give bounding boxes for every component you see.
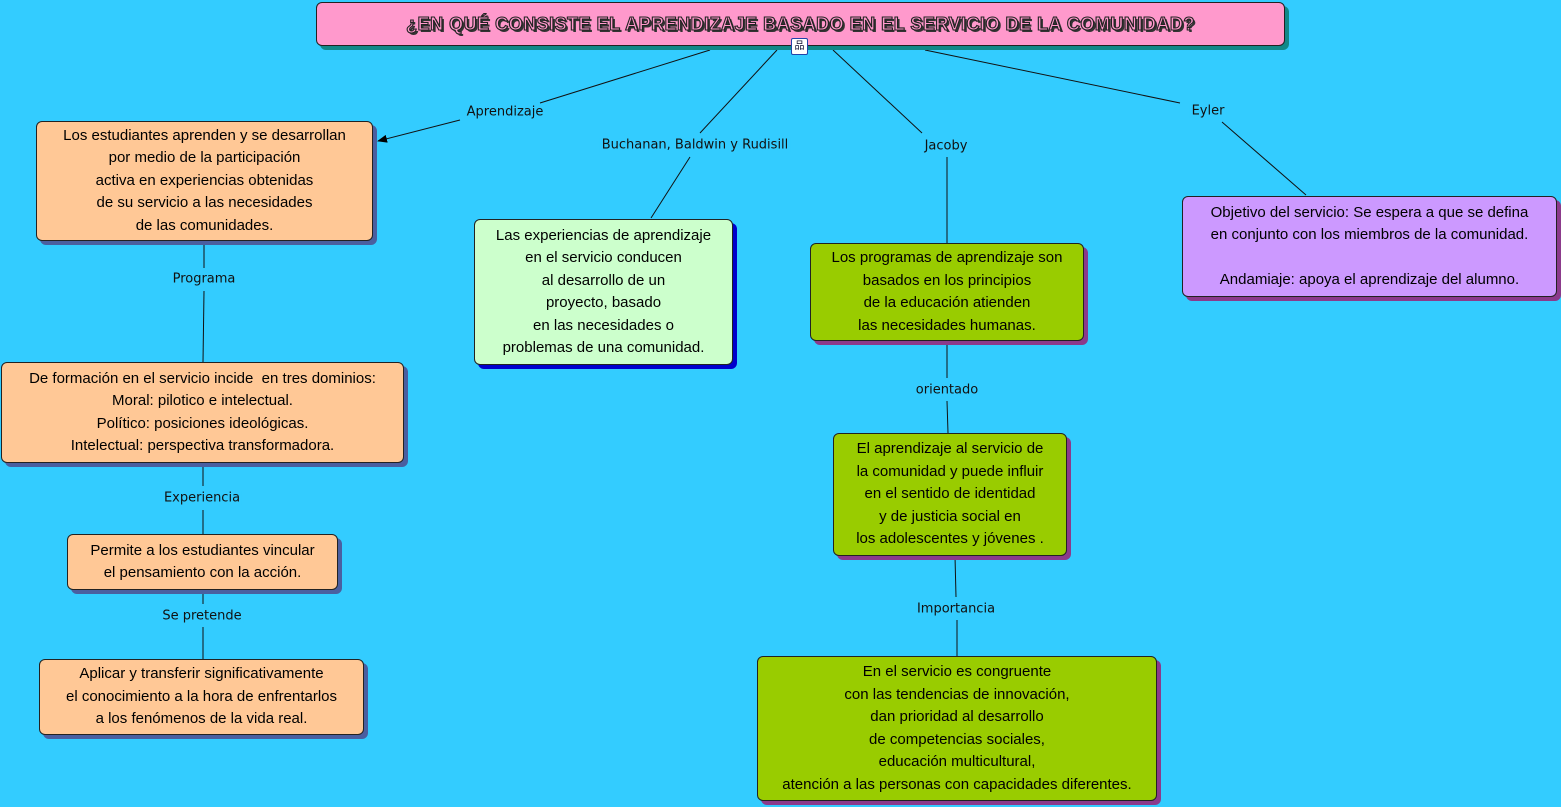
link-label-experiencia[interactable]: Experiencia	[161, 490, 243, 506]
concept-permite[interactable]: Permite a los estudiantes vincular el pe…	[67, 534, 338, 590]
link-label-programa[interactable]: Programa	[170, 271, 238, 287]
concept-congruente[interactable]: En el servicio es congruente con las ten…	[757, 656, 1157, 801]
link-label-se-pretende[interactable]: Se pretende	[160, 608, 244, 624]
link-label-aprendizaje[interactable]: Aprendizaje	[464, 104, 546, 120]
concept-influir[interactable]: El aprendizaje al servicio de la comunid…	[833, 433, 1067, 556]
concept-estudiantes[interactable]: Los estudiantes aprenden y se desarrolla…	[36, 121, 373, 241]
link-label-importancia[interactable]: Importancia	[914, 601, 998, 617]
link-label-eyler[interactable]: Eyler	[1189, 103, 1227, 119]
concept-aplicar[interactable]: Aplicar y transferir significativamente …	[39, 659, 364, 735]
link-label-orientado[interactable]: orientado	[913, 382, 981, 398]
concept-experiencias[interactable]: Las experiencias de aprendizaje en el se…	[474, 219, 733, 365]
link-label-buchanan[interactable]: Buchanan, Baldwin y Rudisill	[599, 137, 791, 153]
nested-map-icon[interactable]: 品	[791, 38, 808, 55]
link-label-jacoby[interactable]: Jacoby	[922, 138, 970, 154]
concept-objetivo[interactable]: Objetivo del servicio: Se espera a que s…	[1182, 196, 1557, 297]
concept-programas[interactable]: Los programas de aprendizaje son basados…	[810, 243, 1084, 341]
concept-formacion[interactable]: De formación en el servicio incide en tr…	[1, 362, 404, 463]
